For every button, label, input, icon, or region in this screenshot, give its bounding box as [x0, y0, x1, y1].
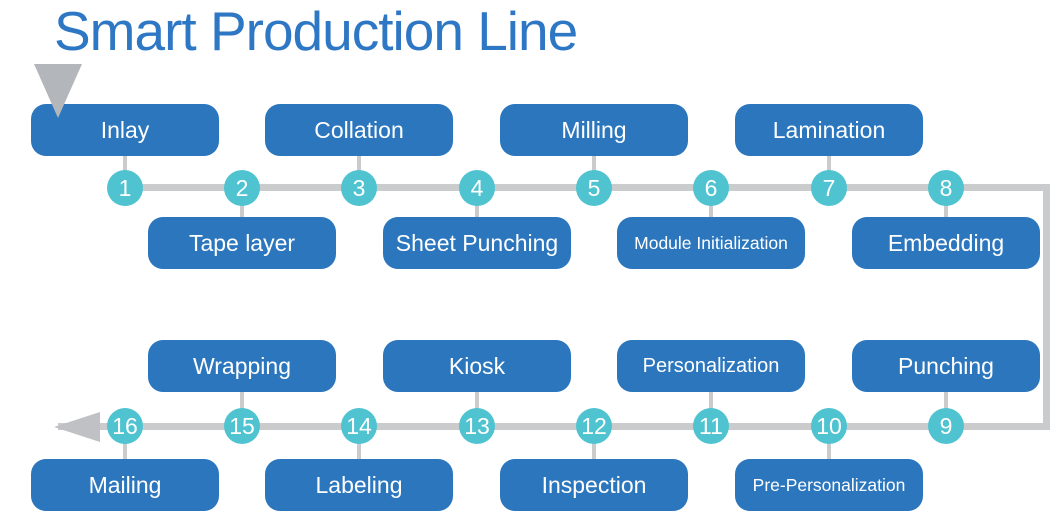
stage-box-personalization: Personalization [617, 340, 805, 392]
step-circle-4: 4 [459, 170, 495, 206]
step-circle-5: 5 [576, 170, 612, 206]
stage-box-inspection: Inspection [500, 459, 688, 511]
flow-line-bottom [58, 423, 1050, 430]
stage-box-lamination: Lamination [735, 104, 923, 156]
step-circle-14: 14 [341, 408, 377, 444]
connector [123, 429, 127, 461]
stage-box-pre-personalization: Pre-Personalization [735, 459, 923, 511]
connector [944, 390, 948, 425]
step-number: 10 [816, 412, 842, 439]
stage-label: Lamination [772, 116, 886, 143]
connector [357, 429, 361, 461]
step-number: 6 [704, 174, 718, 201]
connector [592, 429, 596, 461]
step-circle-6: 6 [693, 170, 729, 206]
stage-label: Punching [898, 352, 994, 379]
stage-label: Collation [314, 116, 404, 143]
stage-label: Kiosk [448, 352, 506, 379]
stage-box-labeling: Labeling [265, 459, 453, 511]
stage-box-mailing: Mailing [31, 459, 219, 511]
stage-label: Wrapping [192, 352, 292, 379]
stage-box-collation: Collation [265, 104, 453, 156]
step-number: 13 [464, 412, 490, 439]
flow-arrow-icon [54, 412, 100, 442]
stage-box-tape-layer: Tape layer [148, 217, 336, 269]
step-number: 1 [118, 174, 132, 201]
stage-label: Sheet Punching [395, 229, 559, 256]
step-number: 9 [939, 412, 953, 439]
stage-label: Tape layer [188, 229, 296, 256]
step-number: 8 [939, 174, 953, 201]
stage-box-embedding: Embedding [852, 217, 1040, 269]
flow-line-vertical [1043, 184, 1050, 430]
connector [475, 390, 479, 425]
stage-label: Milling [561, 116, 627, 143]
stage-label: Embedding [887, 229, 1005, 256]
step-circle-11: 11 [693, 408, 729, 444]
stage-label: Personalization [642, 354, 780, 377]
stage-label: Module Initialization [634, 232, 788, 253]
step-number: 11 [699, 412, 723, 439]
stage-box-sheet-punching: Sheet Punching [383, 217, 571, 269]
step-circle-16: 16 [107, 408, 143, 444]
stage-label: Pre-Personalization [752, 474, 906, 495]
step-number: 7 [822, 174, 836, 201]
step-circle-10: 10 [811, 408, 847, 444]
stage-box-wrapping: Wrapping [148, 340, 336, 392]
step-number: 16 [112, 412, 138, 439]
step-number: 14 [346, 412, 372, 439]
step-circle-7: 7 [811, 170, 847, 206]
step-number: 3 [352, 174, 366, 201]
stage-box-kiosk: Kiosk [383, 340, 571, 392]
step-circle-8: 8 [928, 170, 964, 206]
stage-label: Mailing [88, 471, 162, 498]
step-number: 2 [235, 174, 249, 201]
step-number: 4 [470, 174, 484, 201]
step-circle-3: 3 [341, 170, 377, 206]
step-number: 15 [229, 412, 255, 439]
page-title: Smart Production Line [54, 0, 578, 62]
step-number: 12 [581, 412, 607, 439]
connector [709, 390, 713, 425]
stage-box-punching: Punching [852, 340, 1040, 392]
step-circle-15: 15 [224, 408, 260, 444]
step-circle-9: 9 [928, 408, 964, 444]
step-circle-2: 2 [224, 170, 260, 206]
step-circle-1: 1 [107, 170, 143, 206]
step-circle-13: 13 [459, 408, 495, 444]
stage-box-milling: Milling [500, 104, 688, 156]
stage-label: Labeling [315, 471, 403, 498]
step-number: 5 [587, 174, 601, 201]
start-pointer-icon [34, 64, 82, 118]
stage-label: Inlay [100, 116, 150, 143]
step-circle-12: 12 [576, 408, 612, 444]
connector [827, 429, 831, 461]
stage-label: Inspection [541, 471, 647, 498]
connector [240, 390, 244, 425]
stage-box-module-initialization: Module Initialization [617, 217, 805, 269]
